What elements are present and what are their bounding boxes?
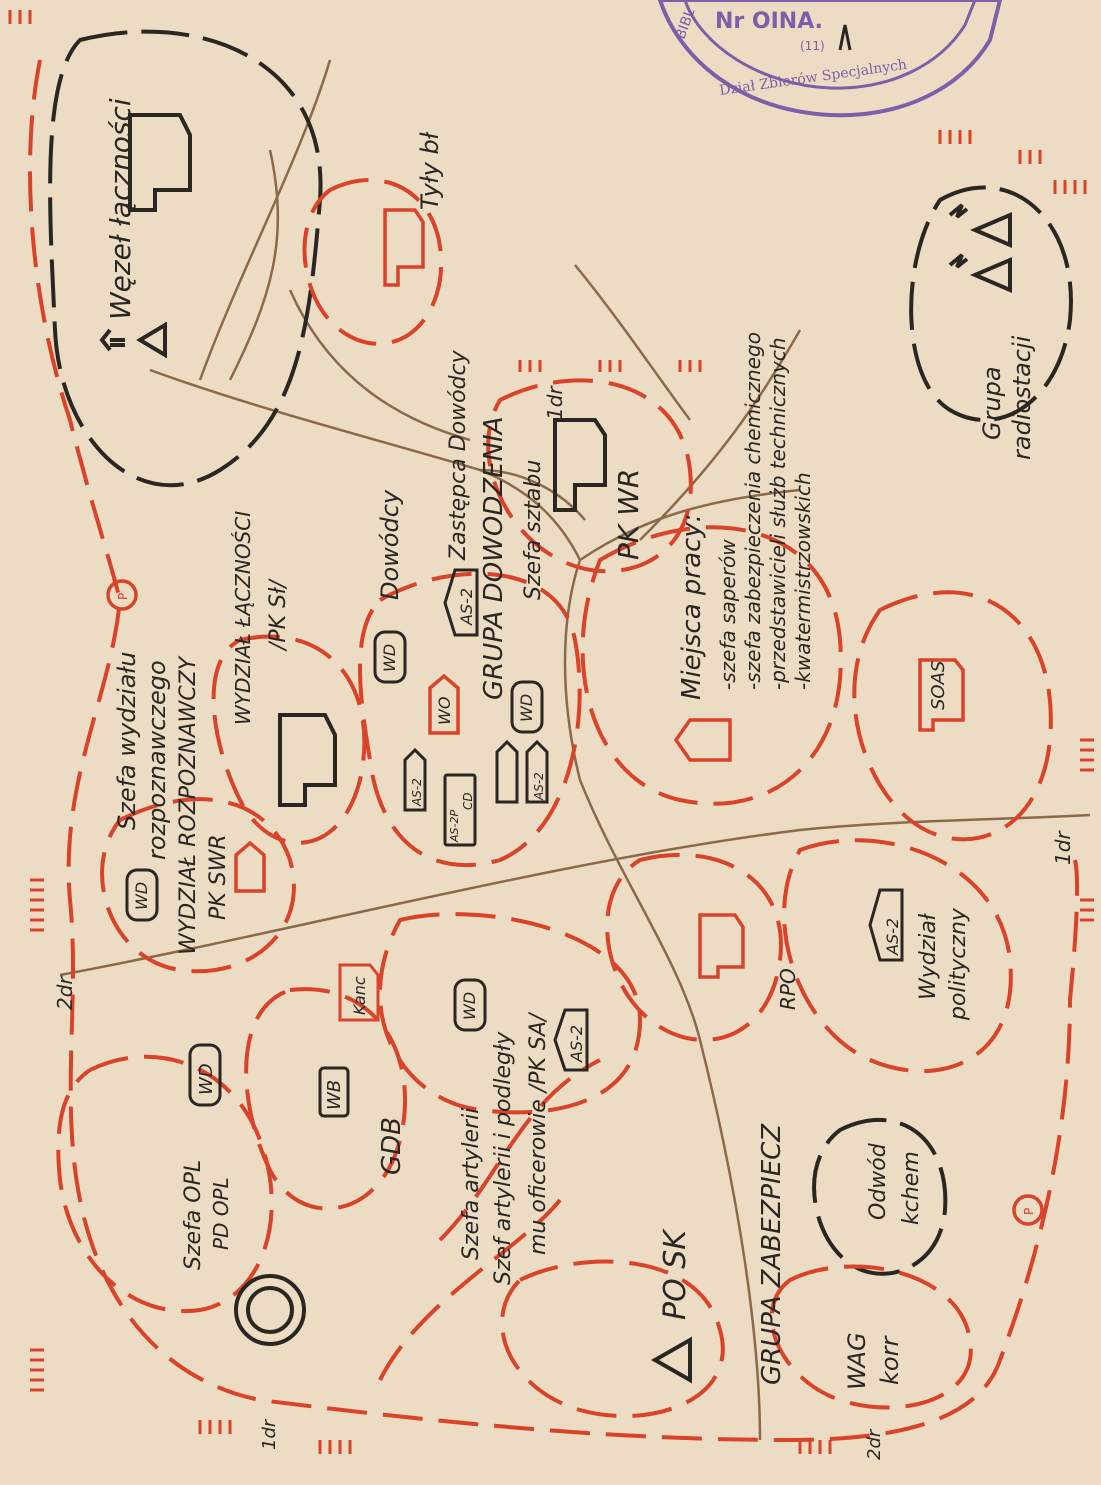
kanc-box: [338, 963, 380, 1022]
hatch-marks: [8, 10, 1094, 1454]
label-wd-2: WD: [380, 644, 399, 672]
truck-icon-rpo: [698, 913, 745, 979]
radio-group-outline: [909, 185, 1073, 422]
opl-circle-icon: [234, 1274, 306, 1346]
label-wd-1: WD: [132, 882, 151, 910]
red-areas: [28, 59, 1080, 1443]
label-dowodcy: Dowódcy: [376, 489, 404, 600]
label-radio-grupa: Grupa: [978, 366, 1006, 440]
label-dr-bl2: 2dr: [864, 1428, 885, 1460]
label-m4: -kwatermistrzowskich: [791, 472, 815, 690]
communications-node-outline: [48, 29, 323, 488]
label-wydz-lacz: WYDZIAŁ ŁĄCZNOŚCI: [231, 511, 255, 725]
label-wd-5: WD: [196, 1063, 217, 1095]
label-wag2: korr: [876, 1335, 904, 1385]
label-szefa-wydz2: rozpoznawczego: [143, 660, 171, 860]
label-wezel: Węzeł łączności: [104, 98, 137, 320]
label-szefa-wydz: Szefa wydziału: [113, 651, 141, 830]
label-pk-wr: PK WR: [612, 469, 645, 560]
posk-triangle-icon: [650, 1336, 692, 1384]
label-po-sk: PO SK: [658, 1228, 693, 1320]
radio-triangle-icon: [948, 203, 1012, 294]
label-wd-3: WD: [517, 694, 536, 722]
truck-icon-soas: [918, 658, 965, 732]
label-miejsca: Miejsca pracy:: [677, 514, 707, 700]
truck-icon-pkwr: [553, 418, 607, 512]
label-szefa-sztabu: Szefa sztabu: [521, 460, 546, 600]
label-p-bottom: P: [1022, 1208, 1036, 1215]
label-m1: -szefa saperów: [716, 539, 740, 690]
label-wo: WO: [435, 697, 454, 725]
truck-icon-tyly: [383, 208, 425, 287]
label-odwod2: kchem: [899, 1151, 924, 1225]
label-as2c: AS-2: [883, 918, 902, 956]
label-as2d: AS-2: [410, 778, 424, 807]
label-radio-grupa2: radiostacji: [1008, 335, 1036, 460]
label-grupa-dow: GRUPA DOWODZENIA: [479, 417, 509, 701]
label-rpo: RPO: [776, 968, 800, 1010]
label-dr-top: 1dr: [543, 385, 567, 420]
label-as2b: AS-2: [567, 1025, 586, 1063]
label-wydz-rozp: WYDZIAŁ ROZPOZNAWCZY: [176, 655, 201, 955]
label-szef-art1: Szefa artylerii: [459, 1108, 484, 1260]
p-circle-icon: [106, 579, 1044, 1226]
label-wydz-pol1: Wydział: [916, 913, 941, 1000]
label-szef-art2: Szef artylerii i podległy: [491, 1031, 516, 1285]
label-tyly: Tyły bł: [416, 131, 444, 210]
roads: [59, 59, 1091, 1441]
box-shapes: [125, 568, 904, 1118]
label-szefa-opl: Szefa OPL: [181, 1160, 206, 1270]
label-gdb: GDB: [377, 1117, 407, 1175]
label-as2e: AS-2: [532, 772, 546, 801]
label-grupa-zab: GRUPA ZABEZPIECZ: [757, 1123, 787, 1385]
truck-icon-lacznosc: [278, 713, 337, 807]
text-layer: Węzeł łączności Tyły bł Grupa radiostacj…: [53, 98, 1075, 1460]
label-m3: -przedstawicieli służb technicznych: [766, 337, 790, 690]
label-dr-right: 1dr: [1051, 830, 1075, 865]
label-as2: AS-2: [457, 588, 476, 626]
label-m2: -szefa zabezpieczenia chemicznego: [741, 332, 765, 690]
black-areas: [48, 29, 1073, 1276]
label-as2p: AS-2P: [448, 810, 461, 843]
label-wb: WB: [324, 1080, 345, 1110]
stamp-line1: Nr OINA.: [715, 9, 823, 34]
truck-icon: [128, 113, 192, 212]
label-odwod1: Odwód: [866, 1142, 891, 1220]
label-wydz-pol2: polityczny: [946, 907, 971, 1021]
chem-reserve-outline: [812, 1118, 948, 1276]
label-dr-left2: 2dr: [53, 975, 77, 1010]
label-szef-art3: mu oficerowie /PK SA/: [526, 1011, 551, 1255]
label-soas: SOAS: [928, 661, 949, 710]
house-icons: [234, 673, 732, 893]
label-dr-bl1: 1dr: [259, 1418, 280, 1450]
label-wag1: WAG: [843, 1332, 871, 1390]
label-p-top: P: [116, 593, 130, 600]
antenna-icon: [99, 321, 167, 359]
label-kanc: Kanc: [350, 976, 369, 1015]
stamp-line2: (11): [800, 39, 825, 53]
label-pk-sl: /PK Sł/: [266, 578, 291, 652]
label-wd-4: WD: [460, 992, 479, 1020]
label-pk-swr: PK SWR: [206, 834, 231, 920]
label-z-dowodcy: Zastępca Dowódcy: [446, 349, 471, 561]
label-cd: CD: [461, 792, 475, 810]
label-pd-opl: PD OPL: [209, 1177, 233, 1250]
